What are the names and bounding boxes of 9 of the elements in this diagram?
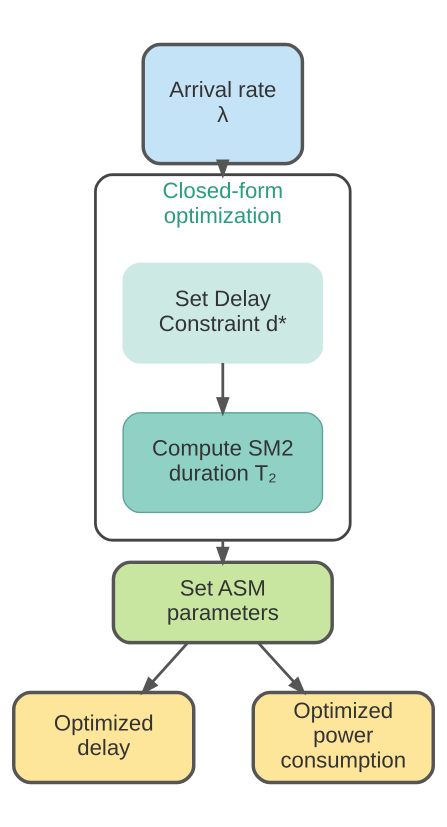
arrow: [257, 642, 306, 696]
node-box: Set ASM parameters: [112, 560, 334, 644]
node-box: Compute SM2 duration T₂: [122, 412, 324, 514]
node-box: Optimized power consumption: [252, 690, 435, 784]
arrow: [216, 362, 230, 417]
arrow: [140, 642, 189, 696]
arrow: [216, 159, 230, 179]
node-box: Set Delay Constraint d*: [122, 262, 324, 364]
node-box: Optimized delay: [12, 690, 196, 784]
